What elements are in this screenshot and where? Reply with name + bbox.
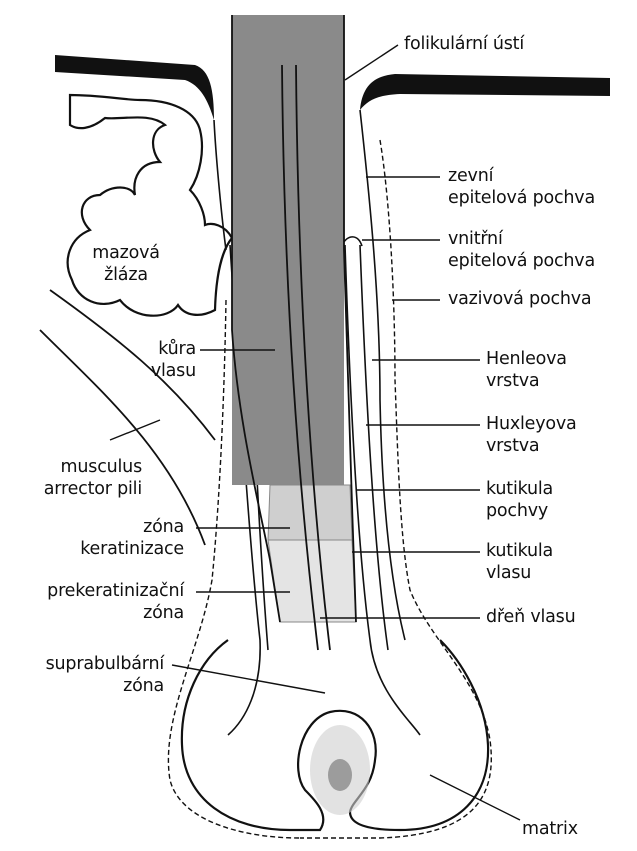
label-keratinization-zone: zóna keratinizace <box>40 516 184 560</box>
label-medulla: dřeň vlasu <box>486 606 576 628</box>
label-line: epitelová pochva <box>448 187 595 209</box>
label-line: Huxleyova <box>486 413 577 435</box>
leader-matrix <box>430 775 520 820</box>
label-line: zóna <box>6 675 164 697</box>
label-prekeratinization-zone: prekeratinizační zóna <box>6 580 184 624</box>
label-huxley-layer: Huxleyova vrstva <box>486 413 577 457</box>
label-cortex: kůra vlasu <box>130 338 196 382</box>
leader-arrector <box>110 420 160 440</box>
label-line: epitelová pochva <box>448 250 595 272</box>
label-line: keratinizace <box>40 538 184 560</box>
label-matrix: matrix <box>522 818 578 840</box>
label-line: zóna <box>40 516 184 538</box>
label-line: vlasu <box>130 360 196 382</box>
label-follicular-opening: folikulární ústí <box>404 33 524 55</box>
label-connective-sheath: vazivová pochva <box>448 288 591 310</box>
label-line: suprabulbární <box>6 653 164 675</box>
keratinization-zone <box>268 485 352 540</box>
label-sebaceous-gland: mazová žláza <box>86 242 166 286</box>
prekeratinization-zone <box>268 540 356 622</box>
label-suprabulbar-zone: suprabulbární zóna <box>6 653 164 697</box>
label-hair-cuticle: kutikula vlasu <box>486 540 553 584</box>
epidermis-right <box>360 74 610 110</box>
outer-sheath-left <box>214 120 226 250</box>
dermal-papilla-core <box>328 759 352 791</box>
outer-sheath-right <box>360 110 405 640</box>
label-line: zevní <box>448 165 595 187</box>
sheath-line-right-3 <box>342 237 362 246</box>
label-line: kůra <box>130 338 196 360</box>
label-line: mazová <box>86 242 166 264</box>
label-line: pochvy <box>486 500 553 522</box>
hair-shaft <box>232 15 344 485</box>
label-inner-root-sheath: vnitřní epitelová pochva <box>448 228 595 272</box>
label-line: kutikula <box>486 478 553 500</box>
label-line: prekeratinizační <box>6 580 184 602</box>
epidermis-left <box>55 55 214 120</box>
label-line: Henleova <box>486 348 567 370</box>
label-henle-layer: Henleova vrstva <box>486 348 567 392</box>
label-line: vrstva <box>486 370 567 392</box>
label-line: musculus <box>6 456 142 478</box>
label-line: vlasu <box>486 562 553 584</box>
label-line: zóna <box>6 602 184 624</box>
label-line: kutikula <box>486 540 553 562</box>
label-line: vnitřní <box>448 228 595 250</box>
label-line: arrector pili <box>6 478 142 500</box>
label-sheath-cuticle: kutikula pochvy <box>486 478 553 522</box>
label-arrector-pili: musculus arrector pili <box>6 456 142 500</box>
label-outer-root-sheath: zevní epitelová pochva <box>448 165 595 209</box>
label-line: vrstva <box>486 435 577 457</box>
label-line: žláza <box>86 264 166 286</box>
